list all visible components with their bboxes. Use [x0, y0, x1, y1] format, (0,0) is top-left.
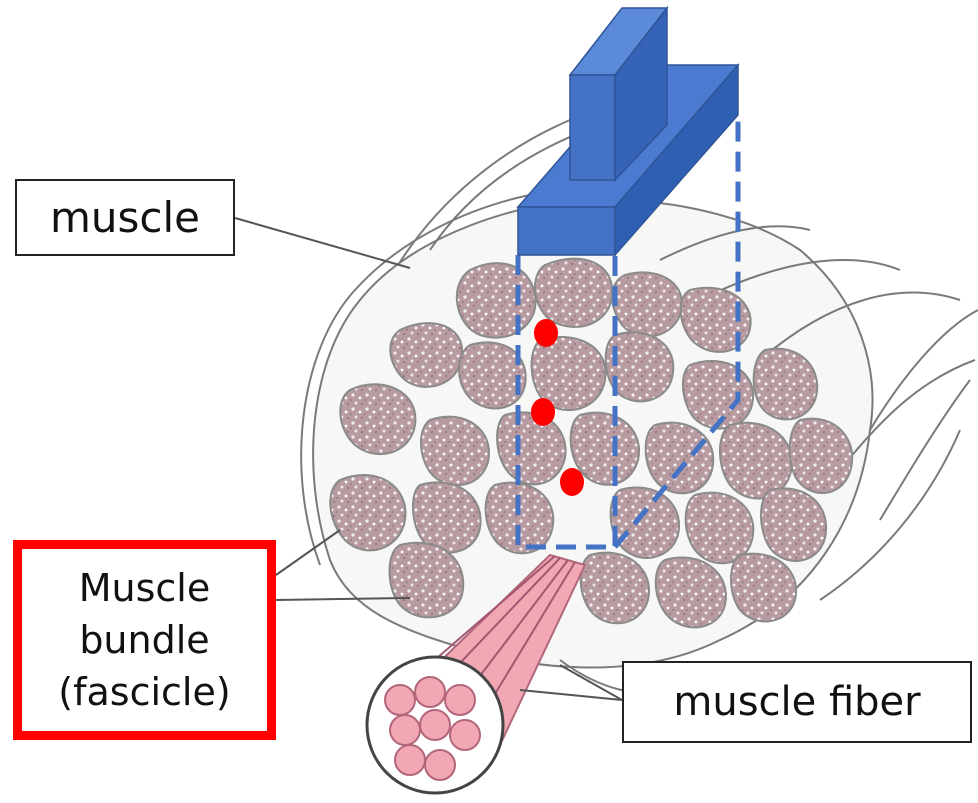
fascicle	[683, 361, 753, 429]
muscle-bundle-label: Muscle bundle (fascicle)	[13, 540, 276, 740]
fascicle	[421, 417, 489, 486]
muscle-label: muscle	[15, 179, 235, 256]
fascicle	[390, 323, 462, 387]
muscle-bundle-label-line3: (fascicle)	[58, 666, 230, 718]
muscle-fiber-label-text: muscle fiber	[673, 679, 920, 725]
muscle-label-text: muscle	[50, 193, 200, 242]
fascicle	[457, 263, 536, 337]
fascicle	[535, 259, 612, 327]
muscle-bundle-label-line2: bundle	[79, 614, 209, 666]
muscle-fiber-label: muscle fiber	[622, 661, 972, 743]
muscle-bundle-label-line1: Muscle	[79, 562, 211, 614]
measurement-point-1	[534, 319, 558, 347]
measurement-point-3	[560, 468, 584, 496]
measurement-point-2	[531, 398, 555, 426]
